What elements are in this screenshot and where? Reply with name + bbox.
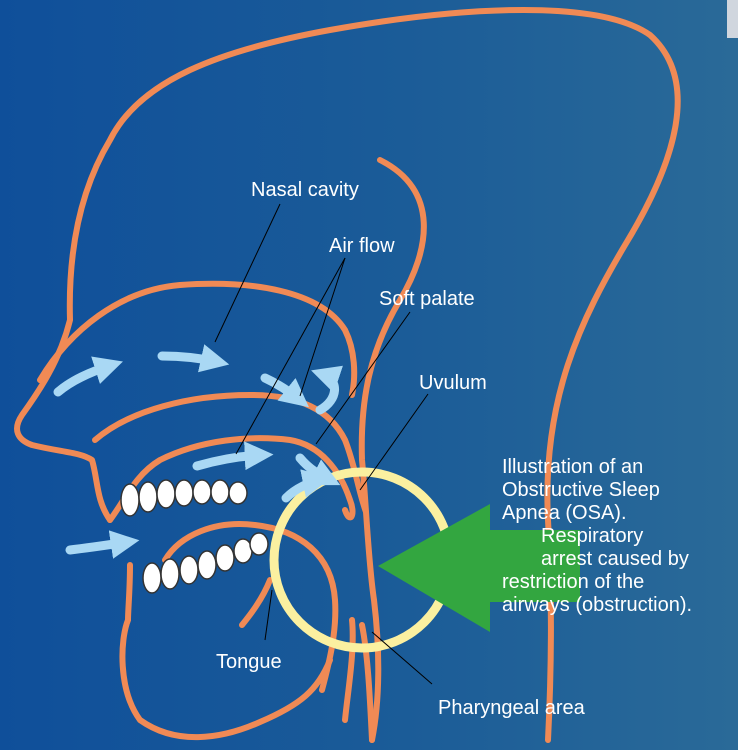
- label-tongue: Tongue: [216, 650, 282, 674]
- caption-line: arrest caused by: [541, 548, 689, 571]
- caption-line: airways (obstruction).: [502, 594, 692, 617]
- epiglottis: [345, 620, 372, 740]
- curved-arrow-icon: [70, 542, 128, 550]
- caption-line: Apnea (OSA).: [502, 502, 627, 525]
- label-soft-palate: Soft palate: [379, 287, 475, 311]
- label-pharyngeal-area: Pharyngeal area: [438, 696, 585, 720]
- curved-arrow-icon: [58, 365, 112, 392]
- curved-arrow-icon: [162, 356, 218, 362]
- head-outline: [17, 10, 678, 740]
- label-nasal-cavity: Nasal cavity: [251, 178, 359, 202]
- lower-teeth: [143, 533, 268, 593]
- tongue-root: [242, 580, 270, 625]
- caption-line: restriction of the: [502, 571, 644, 594]
- caption-line: Illustration of an: [502, 456, 643, 479]
- caption-line: Obstructive Sleep: [502, 479, 660, 502]
- upper-teeth: [121, 480, 247, 516]
- label-air-flow: Air flow: [329, 234, 395, 258]
- leader-lines: [215, 204, 432, 684]
- curved-arrow-icon: [320, 374, 335, 410]
- caption-line: Respiratory: [541, 525, 643, 548]
- curved-arrow-icon: [197, 455, 262, 466]
- airflow-arrows: [58, 356, 335, 550]
- label-uvulum: Uvulum: [419, 371, 487, 395]
